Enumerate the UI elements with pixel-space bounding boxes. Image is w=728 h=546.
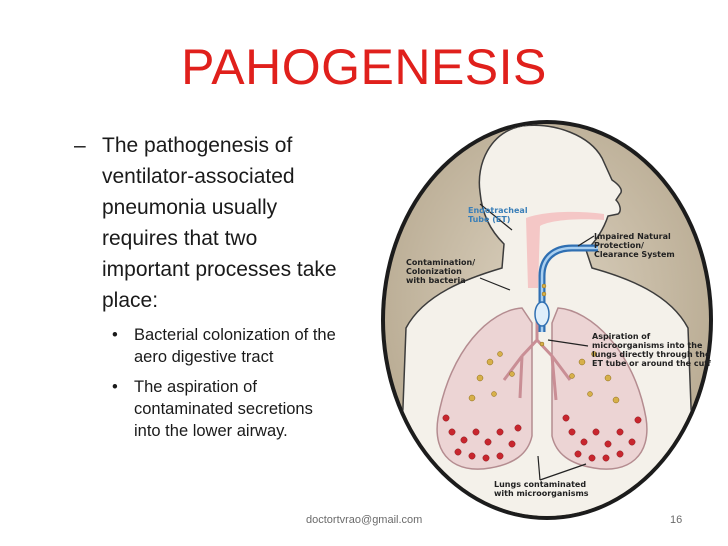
pointer-arrows [479,203,595,481]
impaired-clearance-label: Impaired Natural Protection/ Clearance S… [594,232,675,259]
main-bullet-text: The pathogenesis of ventilator-associate… [102,134,337,312]
sub-bullet-text: Bacterial colonization of the aero diges… [134,326,336,366]
bullet-dot: • [112,326,118,344]
aspiration-label: Aspiration of microorganisms into the lu… [592,332,711,368]
pathogenesis-illustration: Endotracheal Tube (ET) Impaired Natural … [372,118,722,522]
bronchi [502,318,572,401]
et-tube-highlight [540,246,598,332]
et-cuff [534,301,550,327]
bullet-dot: • [112,378,118,396]
airway [526,211,604,288]
illustration-svg [381,120,713,520]
dash-marker: – [74,134,86,157]
et-tube-label: Endotracheal Tube (ET) [468,206,528,224]
sub-bullet: • The aspiration of contaminated secreti… [112,376,344,442]
sub-bullet-text: The aspiration of contaminated secretion… [134,378,313,440]
sub-bullet: • Bacterial colonization of the aero dig… [112,324,344,368]
contamination-label: Contamination/ Colonization with bacteri… [406,258,476,285]
left-lung [436,307,533,470]
upper-bacteria [468,283,620,404]
page-number: 16 [670,514,683,526]
footer-email: doctortvrao@gmail.com [306,514,423,526]
bullet-list: – The pathogenesis of ventilator-associa… [74,130,344,442]
main-bullet: – The pathogenesis of ventilator-associa… [74,130,344,316]
lungs-contaminated-label: Lungs contaminated with microorganisms [494,480,589,498]
slide-title: PAHOGENESIS [181,39,547,95]
right-lung [551,307,648,470]
lower-bacteria [442,414,642,462]
